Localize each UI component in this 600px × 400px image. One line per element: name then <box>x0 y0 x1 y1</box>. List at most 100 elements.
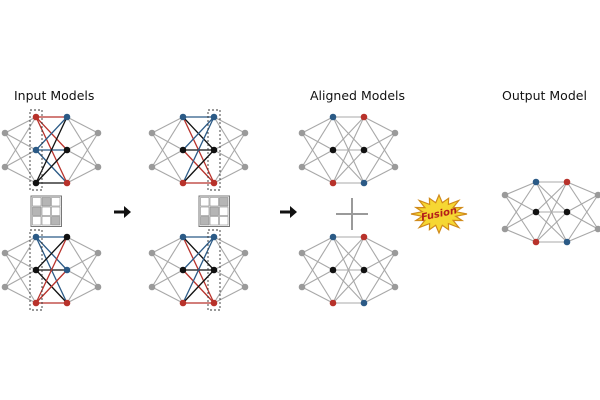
edge <box>35 116 68 151</box>
permutation-box <box>29 109 43 191</box>
node <box>94 163 102 171</box>
edge <box>301 269 334 288</box>
output-model <box>501 178 600 246</box>
node <box>32 179 40 187</box>
edge <box>151 236 184 254</box>
node <box>298 129 306 137</box>
edge <box>213 132 246 151</box>
node <box>179 179 187 187</box>
edge <box>504 181 537 196</box>
node <box>391 163 399 171</box>
node <box>532 208 540 216</box>
node <box>329 113 337 121</box>
edge <box>504 228 537 243</box>
edge <box>535 181 568 213</box>
node <box>179 233 187 241</box>
edge <box>363 166 396 184</box>
node <box>210 146 218 154</box>
matrix-cell <box>51 206 61 216</box>
edge <box>213 236 246 254</box>
edge <box>151 116 184 134</box>
matrix-cell <box>41 216 51 226</box>
node <box>63 266 71 274</box>
edge <box>535 211 568 243</box>
edge <box>4 116 37 168</box>
input-model-top <box>1 109 102 191</box>
edge <box>363 252 396 304</box>
node <box>179 113 187 121</box>
edge <box>504 194 537 243</box>
edge <box>182 149 215 184</box>
matrix-cell <box>32 206 42 216</box>
edge <box>4 149 37 168</box>
node <box>210 299 218 307</box>
edge <box>35 149 68 184</box>
fusion-burst-icon: Fusion <box>410 193 468 235</box>
permutation-box <box>29 229 43 311</box>
edge <box>66 236 99 254</box>
edge <box>66 166 99 184</box>
node <box>532 178 540 186</box>
edge <box>151 236 184 288</box>
edge <box>301 149 334 168</box>
node <box>32 266 40 274</box>
node <box>329 299 337 307</box>
edge <box>66 132 99 184</box>
node <box>298 249 306 257</box>
edge <box>504 181 537 230</box>
node <box>148 249 156 257</box>
matrix-cell <box>51 197 61 207</box>
node <box>32 299 40 307</box>
arrow-right-icon <box>114 206 131 218</box>
node <box>360 179 368 187</box>
edge <box>301 236 334 288</box>
node <box>210 233 218 241</box>
matrix-cell <box>200 197 210 207</box>
edge <box>66 286 99 304</box>
matrix-cell <box>219 206 229 216</box>
permutation-box <box>207 109 221 191</box>
edge <box>213 116 246 134</box>
node <box>179 299 187 307</box>
node <box>32 146 40 154</box>
matrix-cell <box>41 197 51 207</box>
permutation-matrix-icon <box>198 195 230 227</box>
edge <box>35 116 68 184</box>
edge <box>182 236 215 271</box>
matrix-cell <box>41 206 51 216</box>
edge <box>363 132 396 151</box>
aligned-model-top <box>298 113 399 187</box>
node <box>360 113 368 121</box>
edge <box>566 194 599 213</box>
edge <box>151 149 184 168</box>
edge <box>332 236 365 271</box>
node <box>148 163 156 171</box>
matrix-cell <box>209 216 219 226</box>
node <box>360 233 368 241</box>
edge <box>363 116 396 134</box>
edge <box>566 194 599 243</box>
node <box>241 283 249 291</box>
node <box>360 266 368 274</box>
edge <box>301 116 334 168</box>
arrow-right-icon <box>280 206 297 218</box>
node <box>1 249 9 257</box>
edge <box>504 211 537 230</box>
edge <box>151 166 184 184</box>
input-models-label: Input Models <box>14 88 95 103</box>
matrix-cell <box>219 216 229 226</box>
edge <box>213 286 246 304</box>
edge <box>213 166 246 184</box>
edge <box>66 252 99 304</box>
node <box>298 283 306 291</box>
edge <box>4 236 37 254</box>
node <box>210 113 218 121</box>
matrix-cell <box>219 197 229 207</box>
node <box>594 225 600 233</box>
edge <box>213 252 246 271</box>
node <box>329 266 337 274</box>
node <box>63 179 71 187</box>
node <box>360 146 368 154</box>
node <box>391 129 399 137</box>
